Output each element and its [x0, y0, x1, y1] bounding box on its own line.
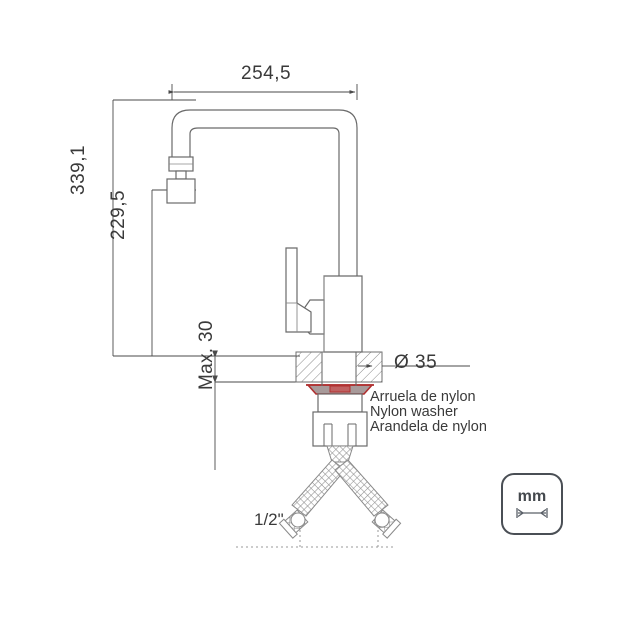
dimension-spout-height	[151, 189, 196, 356]
dimension-label-supply-thread: 1/2"	[254, 510, 284, 529]
callout-nylon-washer-pt: Arruela de nylon	[370, 389, 476, 405]
callout-nylon-washer-es: Arandela de nylon	[370, 419, 487, 435]
faucet-lever-handle	[285, 247, 312, 333]
dimension-label-overall-height: 339,1	[68, 144, 89, 195]
dimension-label-hole-diameter: Ø 35	[394, 352, 438, 373]
dimension-label-overall-width: 254,5	[241, 63, 292, 84]
dimension-label-max-counter-thickness: Max. 30	[196, 320, 217, 390]
dimension-overall-width	[168, 84, 358, 100]
unit-badge: mm	[501, 473, 563, 535]
faucet-body	[295, 250, 363, 353]
dimension-max-counter-thickness	[212, 350, 300, 470]
countertop-section	[295, 351, 383, 383]
callout-nylon-washer-en: Nylon washer	[370, 404, 458, 420]
unit-badge-label: mm	[517, 488, 547, 505]
faucet-shank-nut	[312, 393, 368, 447]
braided-supply-hoses	[278, 445, 402, 539]
nylon-washer	[306, 384, 374, 395]
dimension-overall-height	[112, 99, 300, 357]
faucet-spout	[171, 109, 358, 250]
faucet-shank-tube	[321, 382, 357, 386]
faucet-aerator	[166, 156, 196, 204]
dimension-label-spout-height: 229,5	[108, 189, 129, 240]
dimension-supply-thread-leaders	[236, 530, 396, 548]
horizontal-dimension-arrow-icon	[516, 508, 548, 518]
